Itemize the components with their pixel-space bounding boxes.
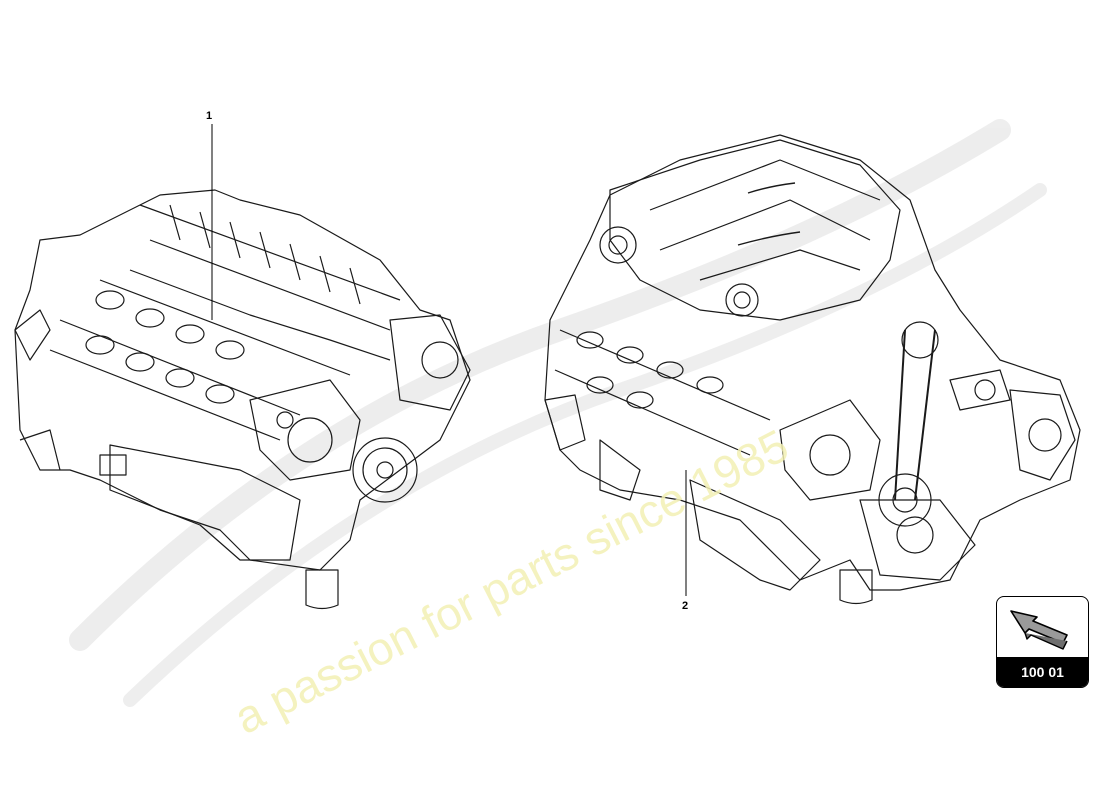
- engine-2-coils: [576, 331, 724, 409]
- engine-1-runners: [169, 204, 361, 305]
- watermark-logo: [69, 119, 1047, 707]
- watermark-tagline-text: a passion for parts since 1985: [226, 419, 796, 744]
- watermark-tagline: a passion for parts since 1985: [226, 419, 796, 744]
- arrow-icon: [997, 597, 1088, 653]
- reference-code: 100 01: [997, 657, 1088, 687]
- callout-2[interactable]: 2: [682, 600, 689, 612]
- engine-1-drawing: [14, 189, 471, 610]
- reference-box[interactable]: 100 01: [996, 596, 1089, 688]
- engine-2-drawing: [544, 134, 1081, 605]
- engine-1-coils: [85, 290, 245, 404]
- callout-1[interactable]: 1: [206, 110, 213, 122]
